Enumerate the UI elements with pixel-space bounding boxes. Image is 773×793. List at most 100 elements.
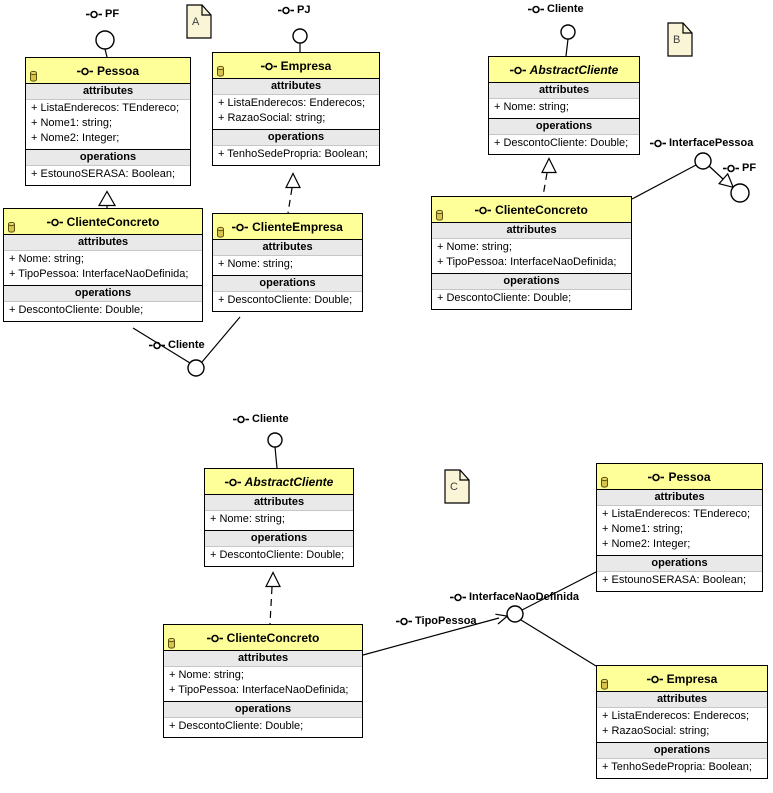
label-cliente-mid[interactable]: Cliente [149, 339, 205, 351]
label-interfacenaodefinida[interactable]: InterfaceNaoDefinida [450, 591, 579, 603]
class-header: Pessoa [597, 464, 762, 490]
class-pessoa-top[interactable]: Pessoa attributes + ListaEnderecos: TEnd… [25, 57, 191, 186]
edge-interfacenaodefinida-empresa[interactable] [520, 619, 597, 667]
class-title: Empresa [280, 59, 332, 73]
interface-lollipop-icon [528, 5, 544, 14]
realization-empresa-clienteempresa[interactable] [287, 187, 293, 214]
class-empresa-bottom[interactable]: Empresa attributes + ListaEnderecos: End… [596, 665, 768, 779]
dependency-line[interactable] [362, 617, 500, 656]
interface-lollipop-icon [232, 221, 249, 235]
classifier-cylinder-icon [167, 637, 176, 649]
note-a[interactable]: A [186, 4, 212, 39]
operations-list: + EstounoSERASA: Boolean; [597, 572, 762, 591]
class-header: Empresa [213, 53, 379, 79]
interface-lollipop-icon [723, 164, 739, 173]
operations-list: + DescontoCliente: Double; [489, 135, 639, 154]
operations-section-header: operations [213, 275, 362, 292]
note-letter: A [192, 16, 200, 28]
operation-row: + DescontoCliente: Double; [218, 294, 353, 306]
interface-lollipop-icon [149, 341, 165, 350]
note-icon [667, 22, 693, 57]
class-title: Pessoa [96, 64, 140, 78]
operations-list: + TenhoSedePropria: Boolean; [597, 759, 767, 778]
class-clienteempresa[interactable]: ClienteEmpresa attributes + Nome: string… [212, 213, 363, 312]
operation-row: + TenhoSedePropria: Boolean; [602, 761, 752, 773]
label-text: Cliente [168, 339, 205, 351]
stem-cliente-abstractcliente-top[interactable] [565, 38, 569, 57]
class-abstractcliente-bottom[interactable]: AbstractCliente attributes + Nome: strin… [204, 468, 354, 567]
interface-lollipop-icon [278, 6, 294, 15]
note-b[interactable]: B [667, 22, 693, 57]
label-pj[interactable]: PJ [278, 4, 310, 16]
attributes-list: + ListaEnderecos: Enderecos; + RazaoSocia… [213, 95, 379, 129]
operations-section-header: operations [432, 273, 631, 290]
stem-cliente-abstractcliente-bottom[interactable] [274, 446, 278, 469]
attribute-row: + ListaEnderecos: TEndereco; [31, 102, 180, 114]
label-tipopessoa[interactable]: TipoPessoa [396, 615, 477, 627]
interface-circle-cliente-bottom[interactable] [267, 432, 283, 448]
edge-cliente-circle-clienteempresa[interactable] [201, 316, 241, 363]
attribute-row: + ListaEnderecos: Enderecos; [602, 710, 750, 722]
operation-row: + DescontoCliente: Double; [169, 720, 304, 732]
note-c[interactable]: C [444, 469, 470, 504]
interface-circle-interfacepessoa[interactable] [694, 152, 712, 170]
edge-interfacenaodefinida-pessoa[interactable] [521, 571, 597, 611]
attribute-row: + ListaEnderecos: Enderecos; [218, 97, 366, 109]
class-header: ClienteConcreto [432, 197, 631, 223]
note-letter: C [450, 481, 458, 493]
class-clienteconcreto-left[interactable]: ClienteConcreto attributes + Nome: strin… [3, 208, 203, 322]
interface-circle-pj[interactable] [292, 28, 308, 44]
interface-circle-pf-top[interactable] [95, 30, 115, 50]
class-title: ClienteConcreto [495, 203, 588, 217]
operation-row: + DescontoCliente: Double; [210, 549, 345, 561]
class-header: ClienteConcreto [164, 625, 362, 651]
attribute-row: + RazaoSocial: string; [218, 112, 326, 124]
label-text: PF [105, 8, 120, 20]
attribute-row: + Nome2: Integer; [602, 538, 691, 550]
interface-lollipop-icon [46, 216, 63, 230]
class-title: ClienteConcreto [66, 215, 160, 229]
attributes-section-header: attributes [213, 79, 379, 95]
attribute-row: + Nome: string; [494, 101, 569, 113]
label-cliente-bottom[interactable]: Cliente [233, 413, 289, 425]
interface-circle-cliente-topright[interactable] [560, 24, 576, 40]
attributes-section-header: attributes [597, 692, 767, 708]
edge-clienteconcreto-interfacepessoa[interactable] [631, 164, 697, 200]
operations-section-header: operations [597, 742, 767, 759]
label-pf-right[interactable]: PF [723, 162, 756, 174]
label-cliente-topright[interactable]: Cliente [528, 3, 584, 15]
generalization-triangle-icon [265, 571, 281, 588]
attributes-section-header: attributes [164, 651, 362, 667]
interface-circle-interfacenaodefinida[interactable] [506, 605, 524, 623]
attributes-list: + ListaEnderecos: TEndereco;+ Nome1: str… [597, 506, 762, 555]
class-pessoa-bottom[interactable]: Pessoa attributes + ListaEnderecos: TEnd… [596, 463, 763, 592]
realization-abstractcliente-clienteconcreto-top[interactable] [542, 172, 548, 197]
attributes-list: + ListaEnderecos: TEndereco;+ Nome1: str… [26, 100, 190, 149]
class-abstractcliente-top[interactable]: AbstractCliente attributes + Nome: strin… [488, 56, 640, 155]
attribute-row: + Nome: string; [437, 241, 512, 253]
label-interfacepessoa[interactable]: InterfacePessoa [650, 137, 753, 149]
generalization-interfacepessoa-pf[interactable] [708, 165, 724, 180]
interface-circle-cliente-mid[interactable] [187, 359, 205, 377]
operation-row: + TenhoSedePropria: Boolean; [218, 148, 368, 160]
attribute-row: + Nome: string; [9, 253, 84, 265]
class-empresa-top[interactable]: Empresa attributes + ListaEnderecos: End… [212, 52, 380, 166]
generalizations[interactable] [97, 157, 735, 625]
label-text: InterfacePessoa [669, 137, 754, 149]
attributes-section-header: attributes [213, 240, 362, 256]
attributes-section-header: attributes [489, 83, 639, 99]
interface-circles[interactable] [95, 24, 750, 623]
attributes-section-header: attributes [26, 84, 190, 100]
interface-lollipop-icon [509, 64, 526, 78]
interface-circle-pf-right[interactable] [730, 183, 750, 203]
attributes-list: + Nome: string;+ TipoPessoa: InterfaceNa… [4, 251, 202, 285]
class-clienteconcreto-bottom[interactable]: ClienteConcreto attributes + Nome: strin… [163, 624, 363, 738]
class-clienteconcreto-topright[interactable]: ClienteConcreto attributes + Nome: strin… [431, 196, 632, 310]
lollipop-stems[interactable] [104, 38, 569, 469]
class-title: AbstractCliente [244, 475, 334, 489]
realization-abstractcliente-clienteconcreto-bottom[interactable] [269, 586, 273, 625]
stem-pf-pessoa[interactable] [104, 48, 108, 58]
label-text: PJ [297, 4, 311, 16]
label-pf-top[interactable]: PF [86, 8, 119, 20]
